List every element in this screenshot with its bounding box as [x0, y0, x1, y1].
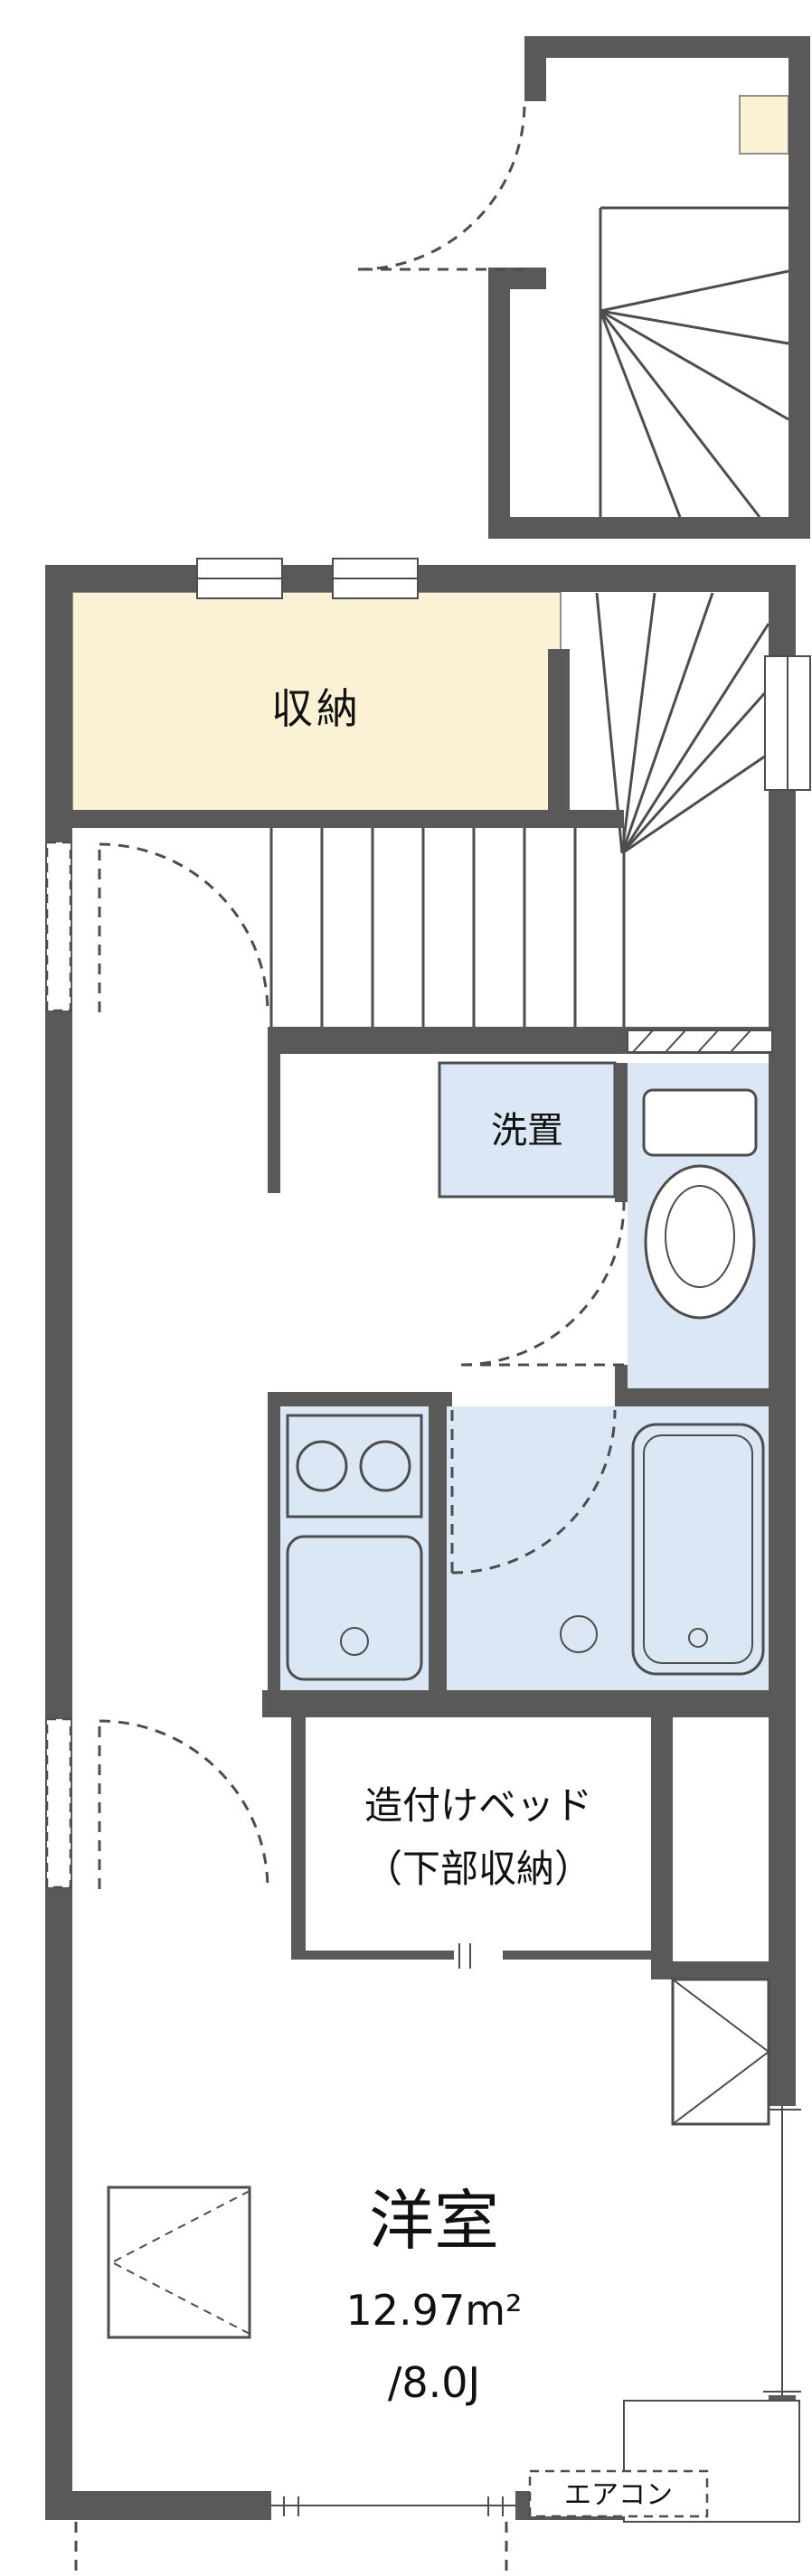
western-room-label: 洋室 [369, 2183, 499, 2259]
stair-annex [357, 36, 810, 539]
top-window-1 [196, 558, 283, 599]
sink-drain-icon [340, 1627, 369, 1656]
burner-right-icon [359, 1440, 411, 1492]
tub-drain-icon [688, 1628, 708, 1648]
under-stair-closet [671, 1978, 770, 2126]
top-window-2 [332, 558, 419, 599]
cooktop [286, 1414, 423, 1518]
bed-bottom-wall-1 [306, 1951, 454, 1960]
bed-label-line2: （下部収納） [364, 1847, 592, 1891]
toilet-door-arc [460, 1201, 626, 1367]
stair-side-window [764, 655, 811, 791]
toilet-fixture [642, 1088, 758, 1320]
annex-wall-stub [488, 268, 546, 289]
annex-door-arc [357, 102, 526, 271]
burner-left-icon [296, 1440, 348, 1492]
main-floor: エアコン 収納 洗置 造付けベッド （下部収納） 洋室 12.97m² /8.0… [45, 558, 811, 2574]
bed-right-wall [651, 1717, 673, 1961]
toilet-wall-lower [615, 1365, 628, 1388]
annex-wall-right [788, 36, 810, 539]
closet-door-arc [98, 1719, 269, 1890]
storage-label: 収納 [271, 684, 362, 733]
ac-unit-box: エアコン [528, 2469, 709, 2518]
bathtub [631, 1423, 765, 1676]
bathroom-area [447, 1406, 769, 1690]
staircase-run [269, 828, 626, 1027]
hall-door-arc [98, 842, 269, 1013]
washer-left-wall [268, 1054, 280, 1193]
kitchen-area [280, 1406, 429, 1690]
washer-room [438, 1061, 617, 1199]
annex-winder-stairs [599, 206, 789, 518]
bed-bottom-wall-2 [503, 1951, 651, 1960]
ac-label: エアコン [564, 2479, 673, 2511]
annex-wall-bottom [488, 517, 810, 539]
floor-drain-icon [560, 1615, 598, 1653]
storage-stair-wall [548, 649, 570, 828]
storage-bottom-wall [72, 810, 624, 828]
toilet-bottom-wall [615, 1388, 796, 1406]
hall-opening [45, 841, 72, 1012]
western-room-tatami: /8.0J [388, 2358, 480, 2407]
annex-wall-left-upper [524, 36, 546, 101]
bottom-window [271, 2491, 515, 2520]
bay-window-square [107, 2186, 251, 2339]
bed-top-wall [262, 1690, 796, 1717]
kitchen-sink [286, 1535, 423, 1681]
annex-wall-left [488, 268, 510, 539]
wall-top [45, 565, 796, 592]
annex-upper-landing [739, 95, 789, 155]
storage-room [71, 591, 562, 814]
kitchen-fixtures [286, 1414, 423, 1681]
bed-corner-wall [651, 1961, 796, 1979]
kitchen-bath-wall [429, 1406, 447, 1690]
western-room-area: 12.97m² [346, 2286, 523, 2335]
washer-label: 洗置 [491, 1110, 563, 1152]
kitchen-left-wall [268, 1392, 280, 1690]
bed-label-line1: 造付けベッド [364, 1783, 592, 1828]
room-side-window [763, 2106, 801, 2395]
kitchen-top-wall [268, 1392, 452, 1406]
toilet-wall-upper [615, 1063, 628, 1202]
bath-door-arc [450, 1409, 617, 1575]
toilet-hatch-window [627, 1029, 773, 1053]
bed-left-wall [291, 1717, 306, 1960]
closet-opening [45, 1717, 72, 1889]
annex-wall-top [524, 36, 810, 58]
